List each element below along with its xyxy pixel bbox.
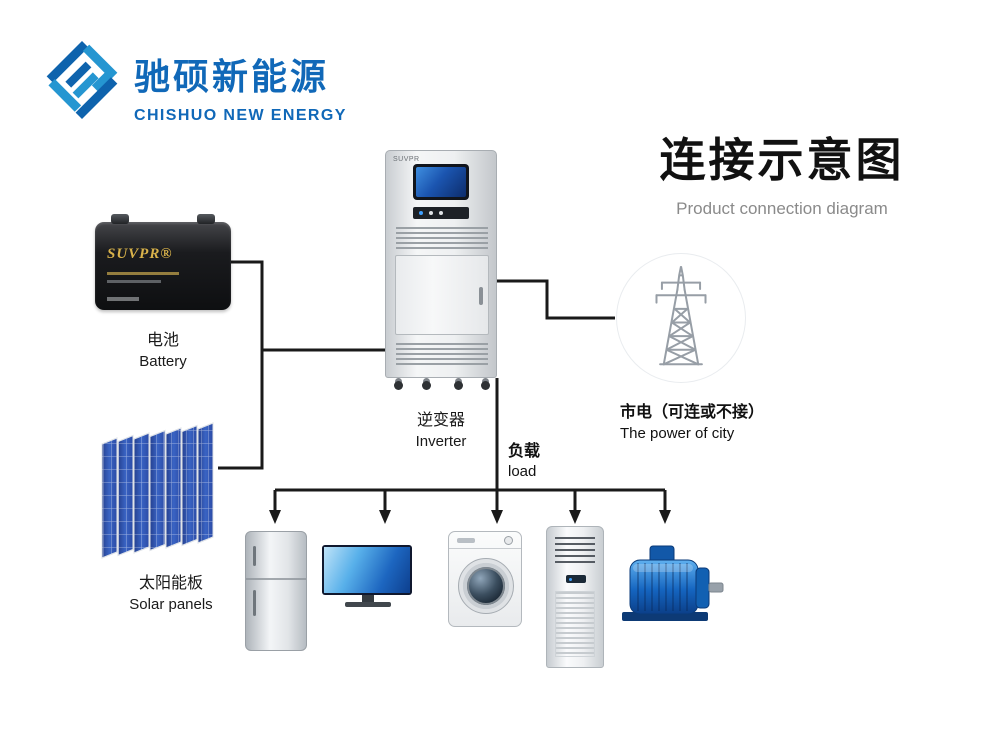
solar-panels-icon xyxy=(101,422,214,559)
washing-machine-display xyxy=(457,538,475,543)
load-labels: 负载 load xyxy=(508,437,540,480)
inverter-node: SUVPR 逆变器 Inverter xyxy=(385,150,497,450)
battery-node: SUVPR® 电池 Battery xyxy=(95,212,235,370)
solar-panels-node: 太阳能板 Solar panels xyxy=(96,404,246,613)
power-tower-icon xyxy=(616,253,746,383)
air-conditioner-display xyxy=(566,575,586,583)
inverter-label-cn: 逆变器 xyxy=(416,412,465,429)
washing-machine-knob xyxy=(504,536,513,545)
title-block: 连接示意图 Product connection diagram xyxy=(648,124,916,219)
load-label-cn: 负载 xyxy=(508,443,541,460)
battery-label-cn: 电池 xyxy=(146,332,179,349)
battery-label-en: Battery xyxy=(139,353,187,370)
brand-name-cn: 驰硕新能源 xyxy=(134,56,330,97)
refrigerator-handle-bottom xyxy=(253,590,256,616)
inverter-vent-top xyxy=(396,227,488,249)
brand-logo-icon xyxy=(44,40,120,125)
page-title: 连接示意图 xyxy=(659,134,905,186)
refrigerator-icon xyxy=(245,531,307,651)
battery-icon: SUVPR® xyxy=(95,214,231,310)
monitor-stand-neck xyxy=(362,595,374,602)
inverter-control-strip xyxy=(413,207,469,219)
inverter-door-handle xyxy=(479,287,483,305)
grid-power-node xyxy=(616,253,746,383)
load-arrowheads xyxy=(269,510,671,524)
grid-power-labels: 市电（可连或不接） The power of city xyxy=(620,398,764,442)
solar-label-cn: 太阳能板 xyxy=(138,575,203,592)
wire-inverter-to-grid xyxy=(497,279,615,320)
wire-load-drops xyxy=(273,490,667,511)
solar-label-en: Solar panels xyxy=(129,596,213,613)
air-conditioner-vent xyxy=(555,537,595,567)
inverter-icon: SUVPR xyxy=(385,150,497,390)
inverter-vent-bottom xyxy=(396,343,488,365)
inverter-caster-wheel xyxy=(454,381,463,390)
grid-power-label-cn: 市电（可连或不接） xyxy=(620,404,765,421)
air-conditioner-grille xyxy=(555,591,595,657)
electric-motor-icon xyxy=(616,544,726,628)
battery-label-stripe xyxy=(107,272,179,275)
page-subtitle: Product connection diagram xyxy=(676,199,888,218)
refrigerator-handle-top xyxy=(253,546,256,566)
battery-label-stripe-2 xyxy=(107,280,161,283)
inverter-screen xyxy=(413,164,469,200)
inverter-caster-wheel xyxy=(394,381,403,390)
battery-brand-text: SUVPR® xyxy=(107,246,173,262)
grid-power-label-en: The power of city xyxy=(620,425,735,442)
inverter-brand-text: SUVPR xyxy=(393,156,420,163)
washing-machine-door xyxy=(458,558,514,614)
brand-logo: 驰硕新能源 CHISHUO NEW ENERGY xyxy=(44,40,347,125)
load-label-en: load xyxy=(508,463,537,480)
inverter-caster-wheel xyxy=(481,381,490,390)
air-conditioner-icon xyxy=(546,526,604,668)
monitor-stand-base xyxy=(345,602,391,607)
monitor-icon xyxy=(322,545,414,607)
washing-machine-icon xyxy=(448,531,522,627)
washing-machine-control-panel xyxy=(449,532,521,549)
inverter-door xyxy=(395,255,489,335)
inverter-label-en: Inverter xyxy=(415,433,467,450)
battery-warning-marks xyxy=(107,297,139,301)
inverter-caster-wheel xyxy=(422,381,431,390)
brand-name-en: CHISHUO NEW ENERGY xyxy=(134,107,347,124)
monitor-screen xyxy=(322,545,412,595)
